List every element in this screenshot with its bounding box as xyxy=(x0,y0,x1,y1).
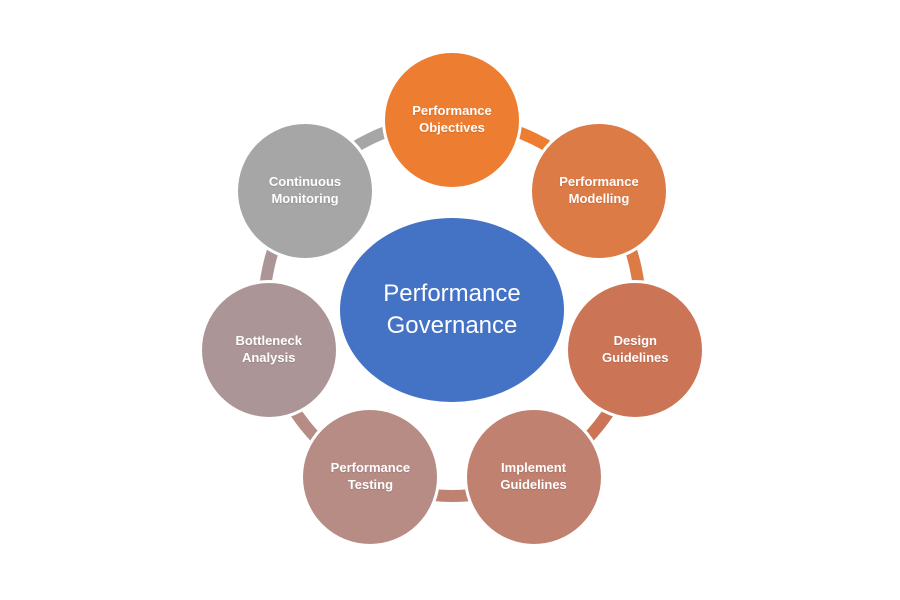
node-label-performance-objectives: Performance Objectives xyxy=(412,103,492,135)
node-label-design-guidelines: Design Guidelines xyxy=(602,332,669,365)
node-circle-performance-testing: Performance Testing xyxy=(300,407,441,548)
node-label-implement-guidelines: Implement Guidelines xyxy=(500,460,567,493)
node-circle-performance-objectives: Performance Objectives xyxy=(382,50,522,190)
node-circle-bottleneck-analysis: Bottleneck Analysis xyxy=(198,279,339,420)
center-label: Performance Governance xyxy=(383,279,521,339)
node-label-performance-modelling: Performance Modelling xyxy=(559,173,639,206)
node-circle-continuous-monitoring: Continuous Monitoring xyxy=(235,120,376,261)
node-circle-design-guidelines: Design Guidelines xyxy=(565,279,706,420)
node-label-bottleneck-analysis: Bottleneck Analysis xyxy=(235,332,302,365)
node-label-continuous-monitoring: Continuous Monitoring xyxy=(268,173,342,206)
center-ellipse: Performance Governance xyxy=(340,218,564,402)
node-circle-implement-guidelines: Implement Guidelines xyxy=(463,407,604,548)
node-label-performance-testing: Performance Testing xyxy=(330,460,411,493)
node-circle-performance-modelling: Performance Modelling xyxy=(528,120,669,261)
